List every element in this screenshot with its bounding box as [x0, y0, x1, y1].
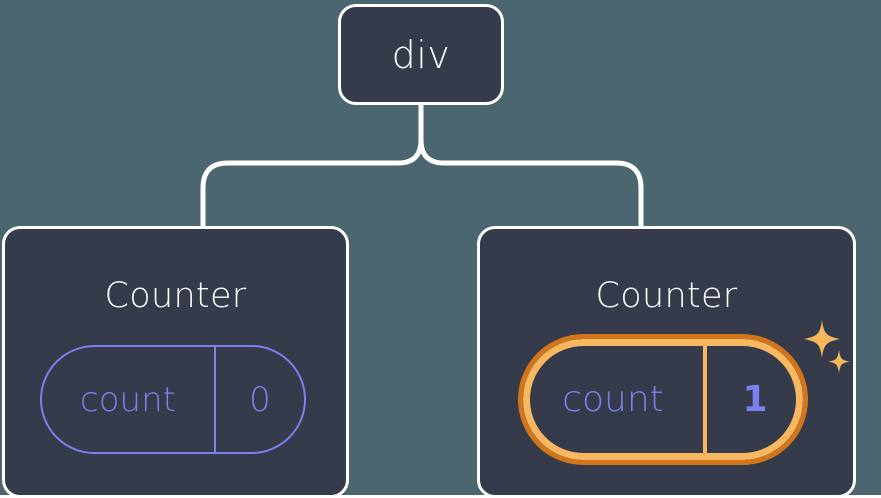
connector-left-branch: [200, 101, 424, 231]
sparkle-icon-large: [804, 320, 840, 358]
state-value-label-left: 0: [249, 379, 271, 420]
state-value-cell-right: 1: [707, 339, 803, 460]
sparkle-group: [804, 320, 850, 373]
counter-title-right: Counter: [595, 276, 738, 316]
counter-title-left: Counter: [104, 276, 247, 316]
state-value-cell-left: 0: [216, 347, 304, 452]
node-div-label: div: [391, 32, 451, 77]
state-pill-left[interactable]: count 0: [40, 345, 306, 454]
node-div[interactable]: div: [338, 4, 504, 105]
state-key-cell-right: count: [523, 339, 707, 460]
state-key-label-left: count: [80, 379, 176, 420]
state-value-label-right: 1: [742, 378, 768, 420]
state-pill-body-left: count 0: [40, 345, 306, 454]
state-key-cell-left: count: [42, 347, 216, 452]
state-key-label-right: count: [562, 378, 664, 420]
state-pill-right[interactable]: count 1: [518, 334, 808, 465]
state-pill-body-right: count 1: [518, 334, 808, 465]
connector-right-branch: [418, 101, 644, 231]
sparkle-icon-small: [828, 350, 850, 373]
